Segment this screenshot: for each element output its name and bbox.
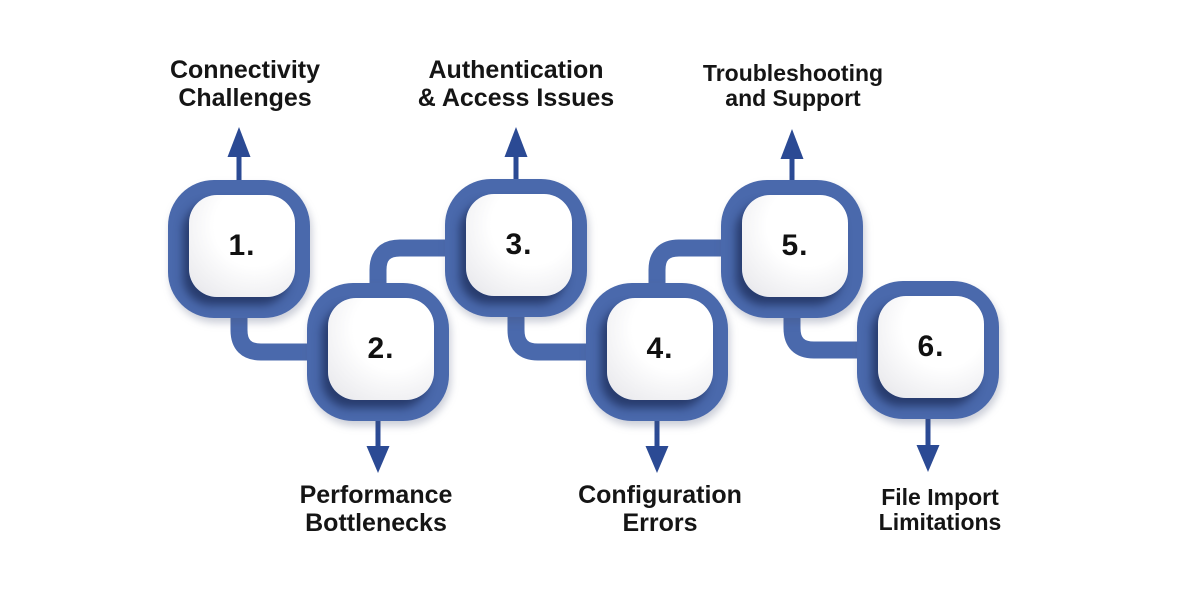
label-line: and Support xyxy=(725,85,861,112)
label-line: & Access Issues xyxy=(417,83,615,112)
node-number: 3. xyxy=(505,228,533,261)
process-node-5: 5. xyxy=(721,180,863,318)
label-line: Challenges xyxy=(178,83,312,112)
down-arrow-icon xyxy=(366,416,390,473)
label-line: Limitations xyxy=(878,509,1002,536)
node-number: 5. xyxy=(781,229,809,262)
label-line: Bottlenecks xyxy=(305,508,447,537)
process-node-1: 1. xyxy=(168,180,310,318)
node-card: 1. xyxy=(189,195,295,297)
process-node-3: 3. xyxy=(445,179,587,317)
label-line: File Import xyxy=(881,484,999,510)
connector-line-1-2 xyxy=(230,295,322,361)
node-card: 6. xyxy=(878,296,984,398)
label-line: Connectivity xyxy=(169,56,321,84)
up-arrow-icon xyxy=(227,127,251,185)
connector-line-5-6 xyxy=(783,295,872,359)
label-line: Performance xyxy=(299,481,453,509)
connector-line-2-3 xyxy=(369,239,460,305)
process-node-4: 4. xyxy=(586,283,728,421)
node-label-authentication-access-issues: Authentication & Access Issues xyxy=(417,56,615,112)
node-number: 6. xyxy=(917,330,945,363)
node-card: 3. xyxy=(466,194,572,296)
label-line: Errors xyxy=(622,508,698,537)
process-node-2: 2. xyxy=(307,283,449,421)
node-label-connectivity-challenges: Connectivity Challenges xyxy=(169,56,321,112)
connector-line-3-4 xyxy=(507,295,600,361)
label-line: Troubleshooting xyxy=(702,60,884,86)
up-arrow-icon xyxy=(780,129,804,185)
node-card: 5. xyxy=(742,195,848,297)
node-label-troubleshooting-support: Troubleshooting and Support xyxy=(702,60,884,112)
node-label-configuration-errors: Configuration Errors xyxy=(578,481,742,537)
down-arrow-icon xyxy=(645,416,669,473)
down-arrow-icon xyxy=(916,414,940,472)
node-label-file-import-limitations: File Import Limitations xyxy=(878,484,1002,536)
up-arrow-icon xyxy=(504,127,528,184)
node-card: 2. xyxy=(328,298,434,400)
label-line: Configuration xyxy=(578,481,742,509)
node-number: 4. xyxy=(646,332,674,365)
node-number: 1. xyxy=(228,229,256,262)
node-label-performance-bottlenecks: Performance Bottlenecks xyxy=(299,481,453,537)
node-number: 2. xyxy=(367,332,395,365)
process-node-6: 6. xyxy=(857,281,999,419)
connector-line-4-5 xyxy=(648,239,736,305)
label-line: Authentication xyxy=(428,56,604,84)
node-card: 4. xyxy=(607,298,713,400)
